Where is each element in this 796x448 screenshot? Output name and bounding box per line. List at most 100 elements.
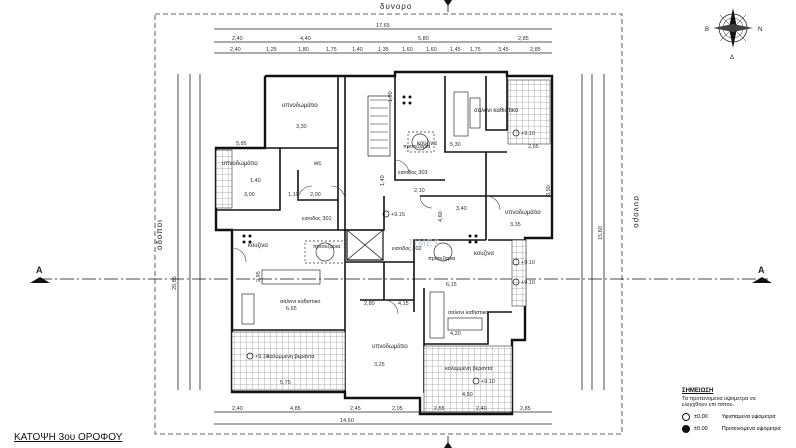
- compass-west-label: Β: [705, 27, 709, 33]
- svg-text:1,60: 1,60: [402, 47, 413, 53]
- room-label: υπνοδωμάτιο: [222, 160, 258, 167]
- north-arrow-icon: [713, 8, 753, 48]
- room-label: σαλονι καθιστικο: [474, 108, 519, 114]
- svg-text:1,25: 1,25: [266, 47, 277, 53]
- svg-text:2,85: 2,85: [520, 406, 531, 412]
- svg-text:2,80: 2,80: [364, 301, 375, 307]
- section-marker-right: A: [758, 265, 765, 275]
- svg-text:1,45: 1,45: [450, 47, 461, 53]
- proposed-level-icon: [682, 425, 690, 433]
- room-label: προτεζαρια: [313, 244, 341, 250]
- svg-text:3,35: 3,35: [510, 222, 521, 228]
- room-label: σαλονι καθιστικο: [448, 310, 488, 316]
- svg-text:2,40: 2,40: [476, 406, 487, 412]
- svg-text:2,45: 2,45: [350, 406, 361, 412]
- svg-text:6,65: 6,65: [286, 306, 297, 312]
- svg-text:+9.15: +9.15: [391, 212, 405, 218]
- svg-text:1,75: 1,75: [470, 47, 481, 53]
- svg-text:4,20: 4,20: [450, 331, 461, 337]
- street-right-label: συνορο: [632, 196, 641, 229]
- notes-panel: ΣΗΜΕΙΩΣΗ Τα προτεινομενα υψομετρα να ελε…: [682, 388, 794, 433]
- svg-text:1,80: 1,80: [298, 47, 309, 53]
- svg-text:3,30: 3,30: [296, 124, 307, 130]
- svg-text:+9.10: +9.10: [521, 260, 535, 266]
- furniture: [241, 91, 483, 339]
- svg-text:+9.10: +9.10: [521, 280, 535, 286]
- plot-boundary: [154, 13, 623, 435]
- room-label: υπνοδωμάτιο: [505, 209, 541, 216]
- room-label: καλυμμενη βεραντα: [445, 366, 493, 372]
- svg-text:1,40: 1,40: [352, 47, 363, 53]
- room-labels: υπνοδωμάτιο υπνοδωμάτιο wc κουζινα σαλον…: [222, 102, 541, 372]
- plan-title: ΚΑΤΟΨΗ 3ου ΟΡΟΦΟΥ: [14, 432, 123, 443]
- svg-text:1,40: 1,40: [380, 175, 386, 186]
- door-swings: [231, 159, 501, 315]
- stove-icon: [242, 95, 478, 244]
- section-marker-left: A: [36, 265, 43, 275]
- svg-text:3,45: 3,45: [498, 47, 509, 53]
- svg-text:1,10: 1,10: [288, 192, 299, 198]
- room-label: προτεζαρια: [403, 144, 431, 150]
- notes-heading: ΣΗΜΕΙΩΣΗ: [682, 388, 714, 394]
- dims-bottom-row1: 2,40 4,85 2,45 2,05 2,55 2,40 2,85: [232, 406, 531, 412]
- svg-text:5,75: 5,75: [280, 380, 291, 386]
- notes-line1: Τα προτεινομενα υψομετρα να: [682, 396, 756, 402]
- svg-text:2,40: 2,40: [230, 47, 241, 53]
- svg-text:1,90: 1,90: [388, 91, 394, 102]
- svg-text:+9.10: +9.10: [521, 131, 535, 137]
- svg-text:4,50: 4,50: [462, 392, 473, 398]
- svg-text:1,75: 1,75: [326, 47, 337, 53]
- room-label: κουζινα: [248, 243, 268, 249]
- legend-existing: ±0.00 Υφισταμενα υψομετρα: [682, 413, 794, 421]
- svg-text:3,00: 3,00: [244, 192, 255, 198]
- legend-proposed: ±0.00 Προτεινομενα υψομετρα: [682, 425, 794, 433]
- room-label: σαλονι καθιστικο: [280, 299, 320, 305]
- watermark: TIMES: [408, 238, 441, 248]
- svg-text:5,30: 5,30: [450, 142, 461, 148]
- dims-top-row2: 2,40 1,25 1,80 1,75 1,40 1,35 1,60 1,60 …: [230, 47, 541, 53]
- svg-text:6,15: 6,15: [446, 282, 457, 288]
- existing-level-icon: [682, 413, 690, 421]
- dim-left-total: 20,85: [172, 276, 178, 290]
- room-label: προτεζαρια: [428, 256, 456, 262]
- room-label: κουζινα: [417, 141, 437, 147]
- svg-text:3,50: 3,50: [546, 185, 552, 196]
- room-label: εισοδος 302: [392, 246, 422, 252]
- room-label: υπνοδωμάτιο: [282, 102, 318, 109]
- svg-text:5,85: 5,85: [236, 141, 247, 147]
- dim-right-total: 15,60: [598, 226, 604, 240]
- svg-text:2,40: 2,40: [232, 36, 243, 42]
- level-markers: +9.10 +9.15 +9.10 +9.10 +9.10 +9.10: [246, 129, 535, 385]
- room-label: καλυμμενη βεραντα: [267, 354, 315, 360]
- svg-text:3,25: 3,25: [374, 362, 385, 368]
- room-label: εισοδος 303: [398, 170, 428, 176]
- street-left-label: οδοποι: [155, 219, 164, 250]
- svg-text:2,40: 2,40: [232, 406, 243, 412]
- svg-text:+9.10: +9.10: [481, 379, 495, 385]
- svg-text:5,80: 5,80: [418, 36, 429, 42]
- svg-text:2,85: 2,85: [530, 47, 541, 53]
- dim-top-total: 17,65: [376, 23, 390, 29]
- svg-text:3,40: 3,40: [456, 206, 467, 212]
- svg-text:2,95: 2,95: [256, 271, 262, 282]
- room-label: wc: [313, 161, 321, 167]
- svg-text:4,85: 4,85: [290, 406, 301, 412]
- compass-south-label: Δ: [730, 55, 734, 61]
- dims-top-row1: 2,40 4,40 5,80 2,85: [232, 36, 529, 42]
- room-label: υπνοδωμάτιο: [372, 343, 408, 350]
- svg-text:2,65: 2,65: [528, 144, 539, 150]
- svg-text:2,55: 2,55: [434, 406, 445, 412]
- svg-text:2,00: 2,00: [310, 192, 321, 198]
- svg-text:1,60: 1,60: [426, 47, 437, 53]
- svg-text:4,15: 4,15: [398, 301, 409, 307]
- room-label: κουζινα: [474, 251, 494, 257]
- compass-east-label: Ν: [758, 27, 762, 33]
- svg-text:2,05: 2,05: [392, 406, 403, 412]
- svg-text:1,35: 1,35: [378, 47, 389, 53]
- svg-text:1,40: 1,40: [250, 178, 261, 184]
- street-top-label: δυνορο: [380, 2, 412, 11]
- room-label: εισοδος 301: [302, 216, 332, 222]
- svg-text:4,60: 4,60: [438, 211, 444, 222]
- stair-core: [346, 95, 391, 261]
